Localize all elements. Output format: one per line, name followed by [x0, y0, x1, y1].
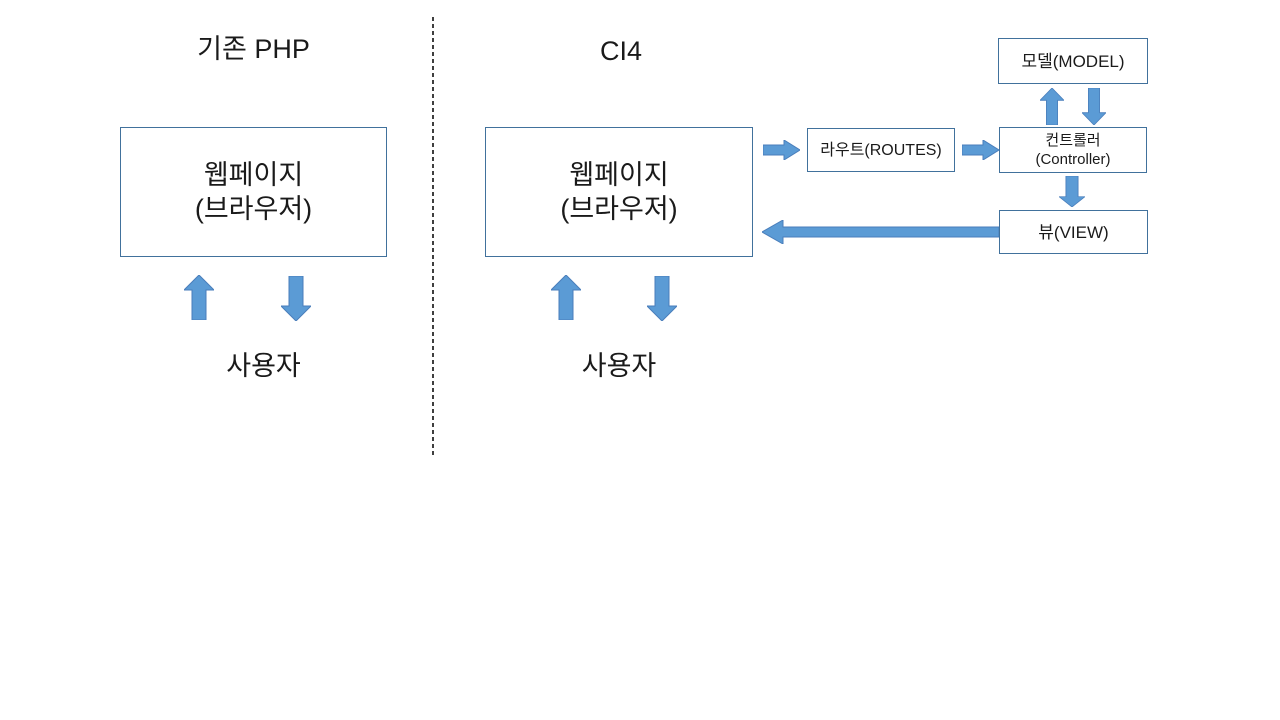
model-box-label: 모델(MODEL): [1021, 51, 1125, 71]
view-box: 뷰(VIEW): [999, 210, 1148, 254]
right-arrow-icon: [962, 140, 999, 160]
divider-line: [432, 17, 434, 455]
down-arrow-icon: [647, 276, 677, 321]
left-arrow-icon: [762, 220, 999, 244]
up-arrow-icon: [184, 275, 214, 320]
webpage-box-line2: (브라우저): [560, 194, 678, 224]
user-label-right: 사용자: [581, 351, 657, 381]
down-arrow-icon: [1059, 176, 1085, 207]
webpage-browser-box-right: 웹페이지 (브라우저): [485, 127, 753, 257]
view-box-label: 뷰(VIEW): [1038, 222, 1109, 242]
webpage-box-line1: 웹페이지: [569, 160, 669, 190]
right-arrow-icon: [763, 140, 800, 160]
controller-box-line1: 컨트롤러: [1045, 132, 1101, 149]
model-box: 모델(MODEL): [998, 38, 1148, 84]
controller-box-line2: (Controller): [1035, 151, 1111, 168]
controller-box: 컨트롤러 (Controller): [999, 127, 1147, 173]
up-arrow-icon: [1040, 88, 1064, 125]
left-panel-title: 기존 PHP: [197, 34, 310, 64]
webpage-box-line1: 웹페이지: [203, 160, 304, 190]
webpage-browser-box-left: 웹페이지 (브라우저): [120, 127, 387, 257]
down-arrow-icon: [1082, 88, 1106, 125]
routes-box: 라우트(ROUTES): [807, 128, 955, 172]
right-panel-title: CI4: [600, 36, 643, 66]
routes-box-label: 라우트(ROUTES): [820, 141, 942, 159]
webpage-box-line2: (브라우저): [194, 194, 313, 224]
down-arrow-icon: [281, 276, 311, 321]
user-label-left: 사용자: [226, 351, 301, 381]
up-arrow-icon: [551, 275, 581, 320]
